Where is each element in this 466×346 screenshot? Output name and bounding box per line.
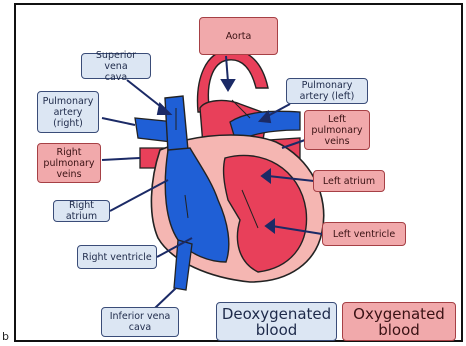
- label-superior-vena-cava: Superior vena cava: [81, 53, 151, 79]
- label-left-pulmonary-veins: Left pulmonary veins: [304, 110, 370, 150]
- label-right-atrium: Right atrium: [53, 200, 110, 222]
- label-left-ventricle: Left ventricle: [322, 222, 406, 246]
- label-pulmonary-artery-left: Pulmonary artery (left): [286, 78, 368, 104]
- label-right-pulmonary-veins: Right pulmonary veins: [37, 143, 101, 183]
- label-inferior-vena-cava: Inferior vena cava: [101, 307, 179, 337]
- label-aorta: Aorta: [199, 17, 278, 55]
- legend-oxygenated-blood: Oxygenated blood: [342, 302, 456, 341]
- label-right-ventricle: Right ventricle: [77, 245, 157, 269]
- label-left-atrium: Left atrium: [313, 170, 385, 192]
- legend-deoxygenated-blood: Deoxygenated blood: [216, 302, 337, 341]
- label-pulmonary-artery-right: Pulmonary artery (right): [37, 91, 99, 133]
